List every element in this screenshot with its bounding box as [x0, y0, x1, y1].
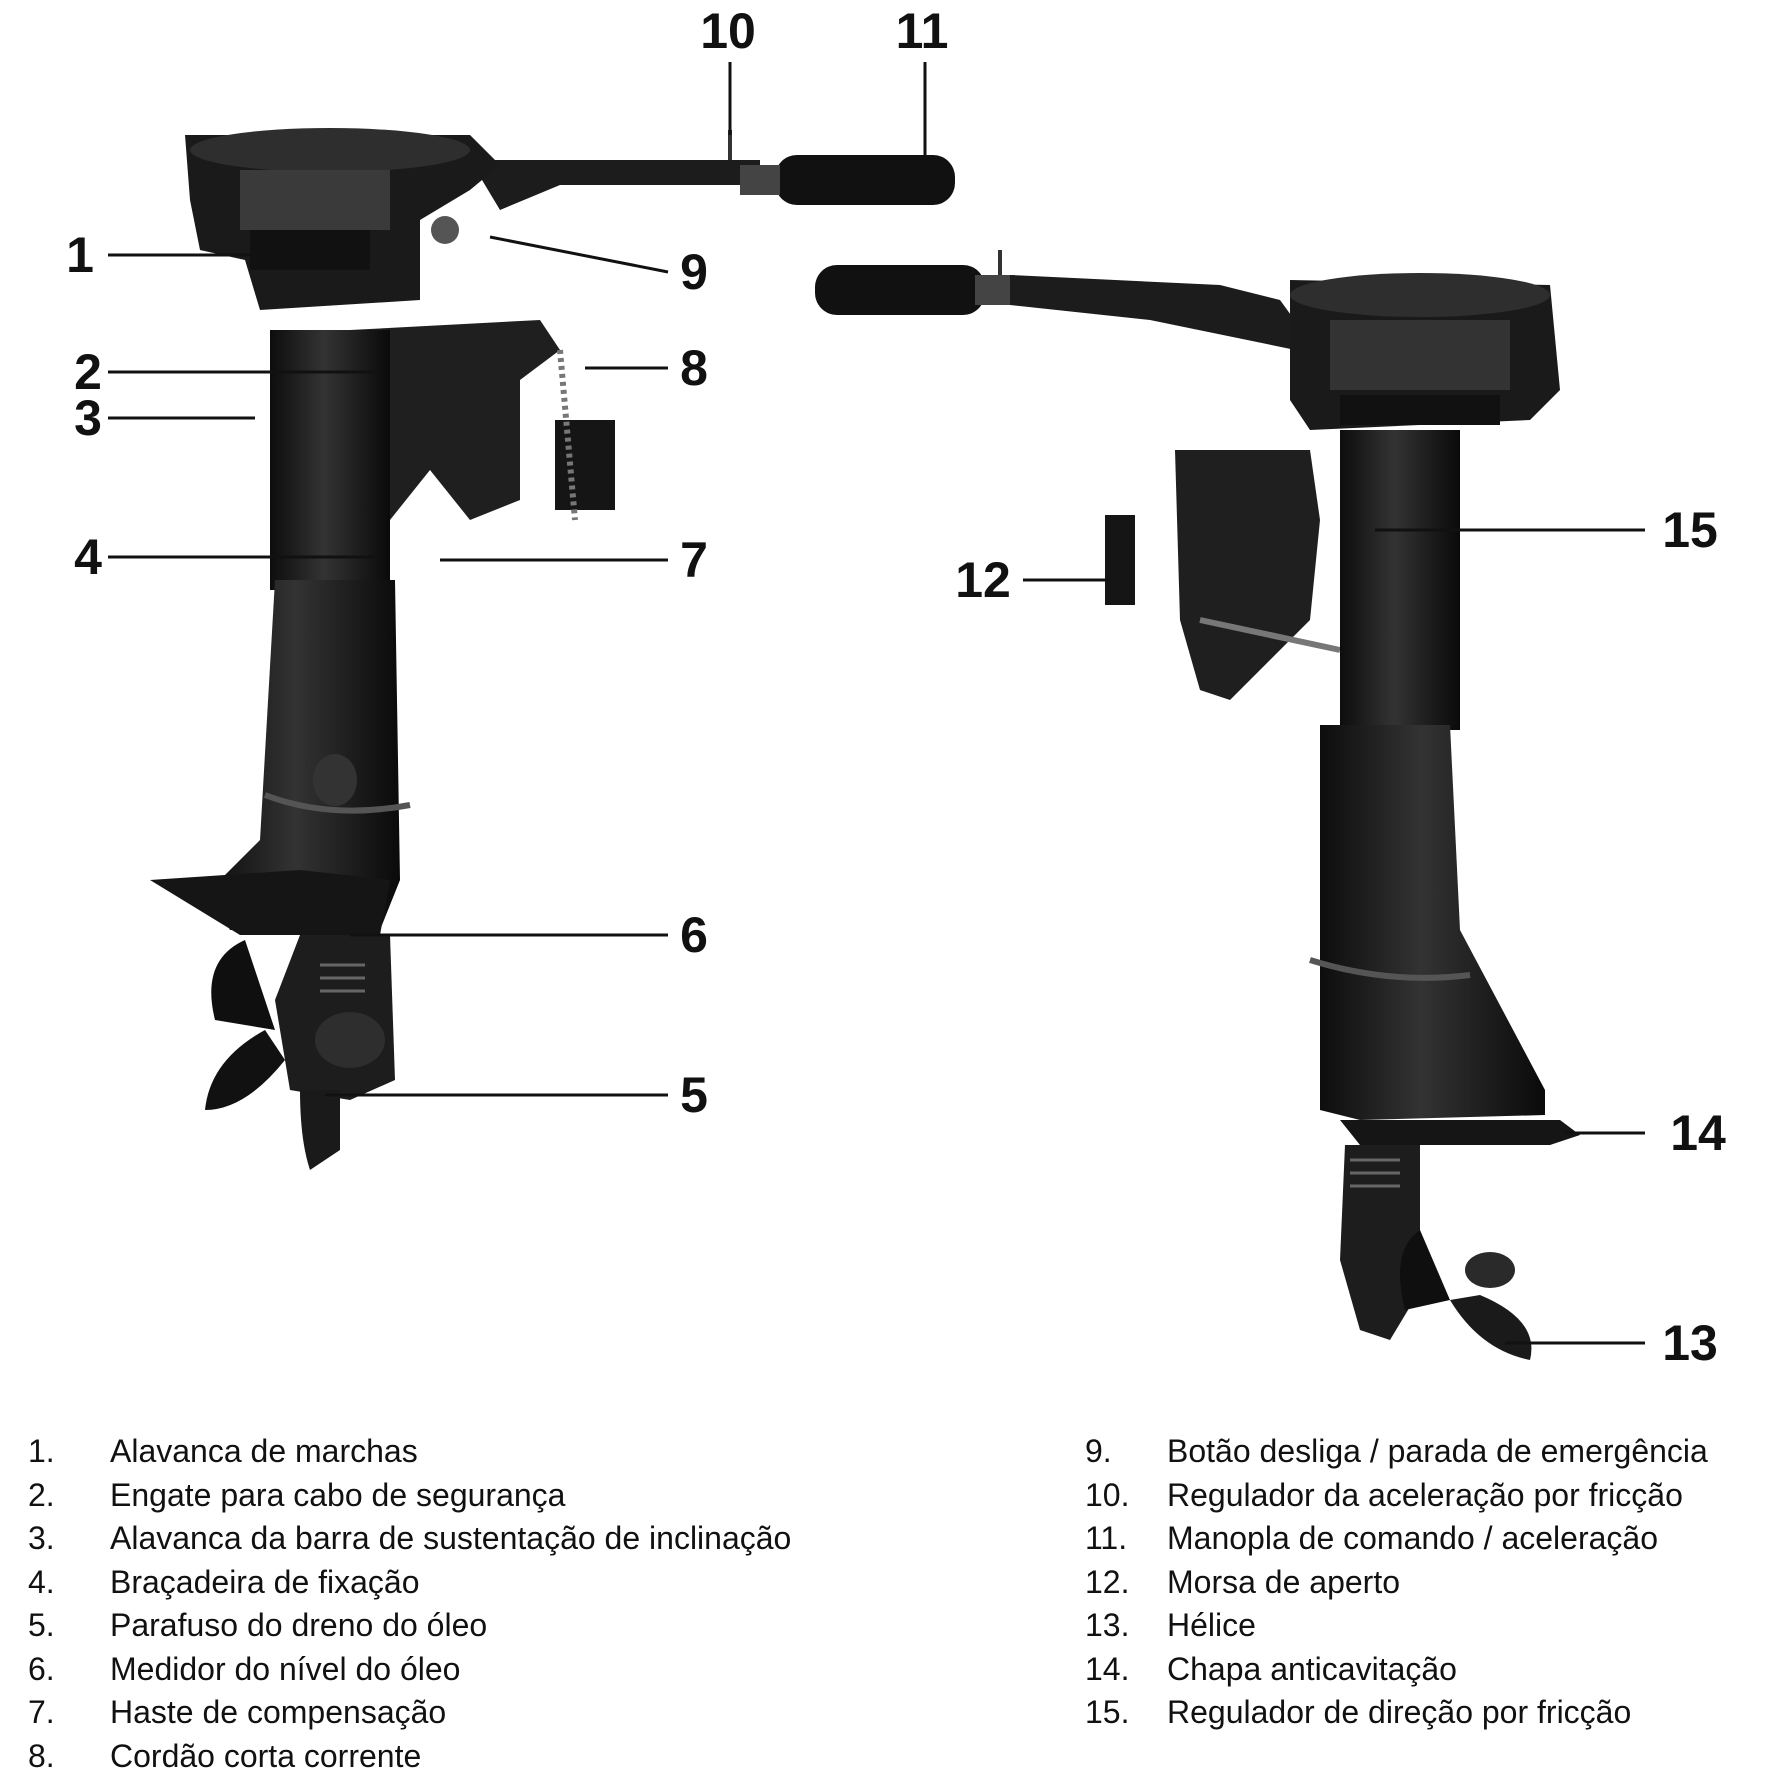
legend-item-10: 10. Regulador da aceleração por fricção: [1085, 1474, 1785, 1518]
legend-item-label: Parafuso do dreno do óleo: [110, 1607, 488, 1643]
legend-item-label: Botão desliga / parada de emergência: [1167, 1433, 1708, 1469]
legend-item-number: 7.: [28, 1694, 55, 1730]
legend-item-label: Morsa de aperto: [1167, 1563, 1401, 1600]
midsection-left: [210, 580, 400, 930]
driveshaft-housing-right: [1340, 430, 1460, 730]
throttle-grip-left: [775, 155, 955, 205]
legend-item-3: 3. Alavanca da barra de sustentação de in…: [28, 1517, 988, 1561]
legend-item-label: Haste de compensação: [110, 1694, 447, 1730]
legend-item-7: 7. Haste de compensação: [28, 1691, 988, 1735]
motor-right-illustration: [815, 250, 1580, 1360]
motor-left-illustration: [150, 128, 955, 1170]
legend-item-label: Cordão corta corrente: [110, 1737, 422, 1774]
legend-item-6: 6. Medidor do nível do óleo: [28, 1648, 988, 1692]
propeller-left: [211, 940, 275, 1030]
callout-2: 2: [74, 344, 102, 400]
callout-12: 12: [955, 552, 1011, 608]
legend-item-number: 10.: [1085, 1476, 1130, 1513]
legend-item-11: 11. Manopla de comando / aceleração: [1085, 1517, 1785, 1561]
leader-lines: [108, 62, 1645, 1345]
legend-item-number: 12.: [1085, 1563, 1130, 1600]
propeller-right: [1400, 1230, 1450, 1310]
legend-item-label: Alavanca de marchas: [110, 1433, 418, 1469]
throttle-grip-right: [815, 265, 985, 315]
legend-item-9: 9. Botão desliga / parada de emergência: [1085, 1430, 1785, 1474]
legend-item-number: 1.: [28, 1433, 55, 1469]
legend-item-number: 2.: [28, 1476, 55, 1513]
legend-item-number: 9.: [1085, 1433, 1112, 1469]
midsection-right: [1320, 725, 1545, 1120]
callout-4: 4: [74, 529, 102, 585]
callout-3: 3: [74, 390, 102, 446]
legend-item-number: 13.: [1085, 1607, 1130, 1643]
legend-item-14: 14. Chapa anticavitação: [1085, 1648, 1785, 1692]
gearcase-right: [1340, 1145, 1420, 1340]
legend-item-4: 4. Braçadeira de fixação: [28, 1561, 988, 1605]
legend-item-number: 6.: [28, 1650, 55, 1687]
legend-item-number: 4.: [28, 1563, 55, 1600]
legend-item-2: 2. Engate para cabo de segurança: [28, 1474, 988, 1518]
legend-item-number: 15.: [1085, 1694, 1130, 1730]
callout-15: 15: [1662, 502, 1718, 558]
callout-14: 14: [1670, 1105, 1726, 1161]
callout-13: 13: [1662, 1315, 1718, 1371]
legend-item-number: 5.: [28, 1607, 55, 1643]
legend-item-13: 13. Hélice: [1085, 1604, 1785, 1648]
legend-item-label: Engate para cabo de segurança: [110, 1476, 566, 1513]
tiller-arm-left: [470, 160, 760, 210]
leader-line-9: [489, 235, 669, 274]
clamp-bracket-right: [1175, 450, 1320, 700]
legend-right-column: 9. Botão desliga / parada de emergência 1…: [1085, 1430, 1785, 1735]
legend-item-15: 15. Regulador de direção por fricção: [1085, 1691, 1785, 1735]
callout-11: 11: [896, 3, 949, 59]
legend-item-8: 8. Cordão corta corrente: [28, 1735, 988, 1779]
legend-item-1: 1. Alavanca de marchas: [28, 1430, 988, 1474]
callout-numbers: 1 2 3 4 5 6 7 8 9 10 11 12 13 14 15: [66, 3, 1726, 1371]
legend-item-number: 8.: [28, 1737, 55, 1774]
legend-item-number: 11.: [1085, 1520, 1128, 1556]
legend-item-12: 12. Morsa de aperto: [1085, 1561, 1785, 1605]
callout-6: 6: [680, 907, 708, 963]
legend-item-label: Alavanca da barra de sustentação de incl…: [110, 1520, 792, 1556]
callout-1: 1: [66, 227, 94, 283]
clamp-bracket-left: [350, 320, 560, 520]
anticavitation-plate-right: [1340, 1120, 1580, 1145]
callout-9: 9: [680, 244, 708, 300]
callout-10: 10: [700, 3, 756, 59]
legend-item-label: Medidor do nível do óleo: [110, 1650, 461, 1687]
tiller-arm-right: [1010, 275, 1320, 355]
legend-left-column: 1. Alavanca de marchas 2. Engate para cabo…: [28, 1430, 988, 1778]
anticavitation-plate-left: [150, 870, 390, 935]
legend-item-label: Chapa anticavitação: [1167, 1650, 1457, 1687]
legend-item-label: Hélice: [1167, 1607, 1256, 1643]
callout-5: 5: [680, 1067, 708, 1123]
legend-item-number: 3.: [28, 1520, 55, 1556]
legend-item-label: Regulador da aceleração por fricção: [1167, 1476, 1683, 1513]
callout-7: 7: [680, 532, 708, 588]
legend-item-number: 14.: [1085, 1650, 1130, 1687]
legend-item-label: Braçadeira de fixação: [110, 1563, 420, 1600]
legend-item-label: Manopla de comando / aceleração: [1167, 1520, 1658, 1556]
legend-item-label: Regulador de direção por fricção: [1167, 1694, 1632, 1730]
callout-8: 8: [680, 340, 708, 396]
outboard-motor-diagram: 1 2 3 4 5 6 7 8 9 10 11 12 13 14 15: [66, 3, 1726, 1371]
legend-item-5: 5. Parafuso do dreno do óleo: [28, 1604, 988, 1648]
driveshaft-housing-left: [270, 330, 390, 590]
